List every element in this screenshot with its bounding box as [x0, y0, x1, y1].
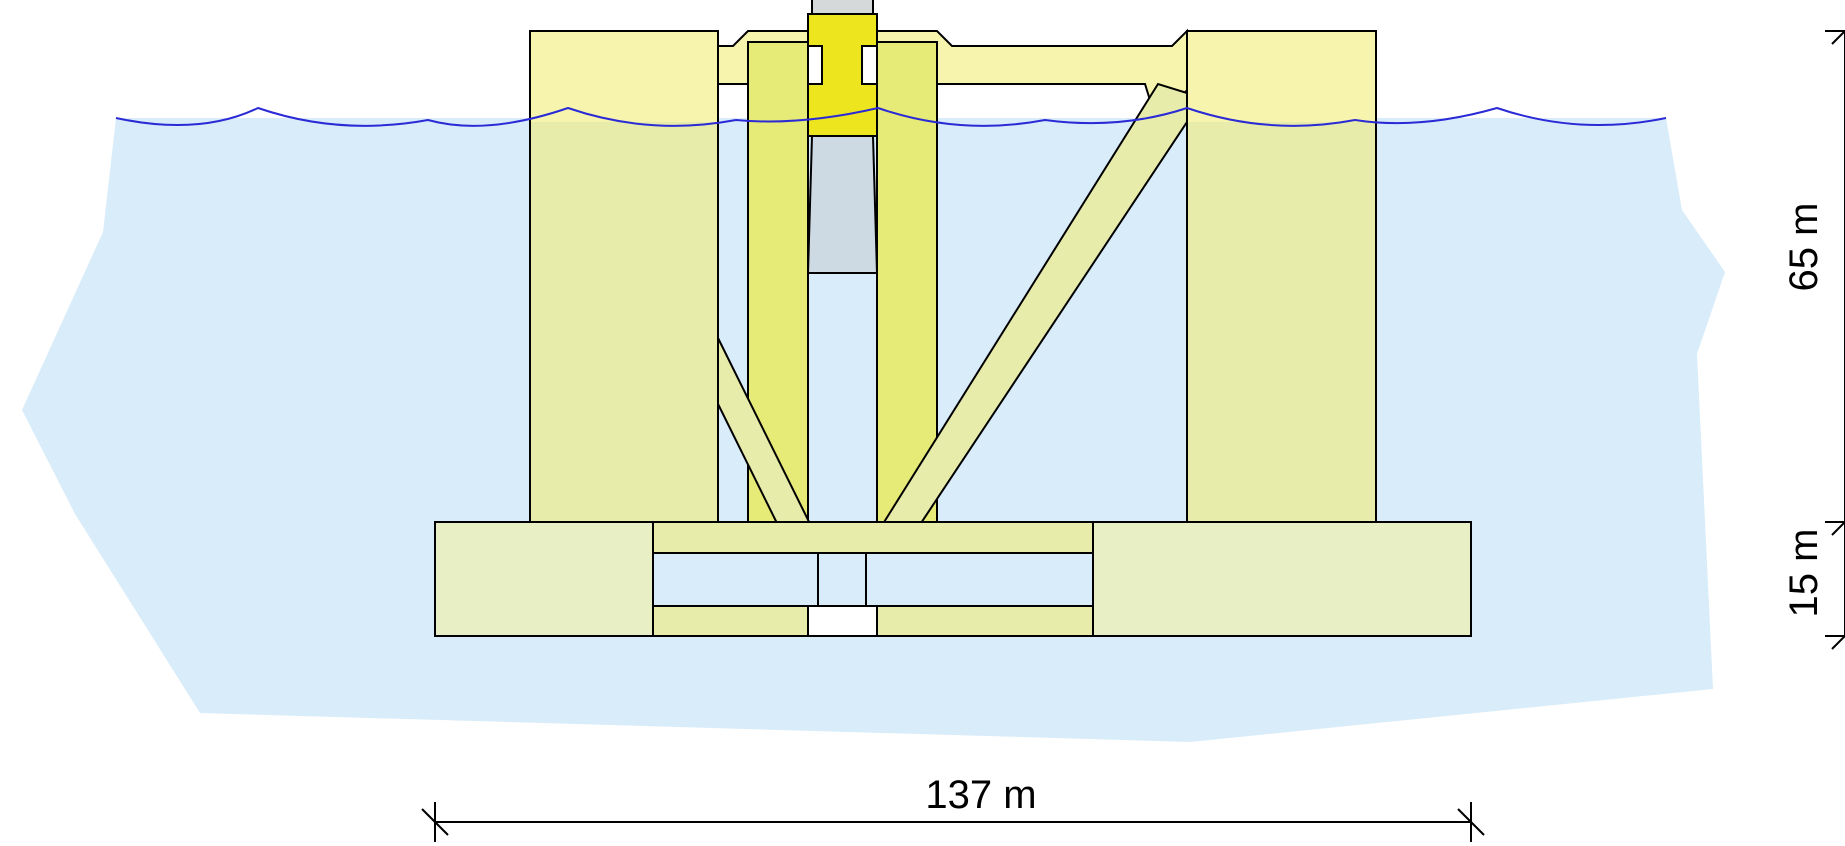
- center-pontoon-water-gap: [652, 552, 1094, 607]
- left-pontoon: [434, 521, 654, 637]
- center-pontoon-hub-upper: [817, 552, 867, 607]
- tower-right-column: [876, 41, 938, 523]
- left-column-submerged: [530, 122, 718, 522]
- height-dimension: 65 m 15 m: [1782, 30, 1845, 650]
- tower-core-slot: [807, 45, 823, 85]
- width-dimension-right-tick: [1457, 808, 1485, 836]
- width-dimension-left-tick: [421, 808, 449, 836]
- center-pontoon-hub: [807, 605, 878, 637]
- water-surface-wave: [115, 106, 1667, 127]
- height-dimension-top-tick: [1831, 30, 1845, 45]
- width-dimension-label: 137 m: [925, 773, 1036, 817]
- right-pontoon: [1092, 521, 1472, 637]
- right-column-upper: [1187, 31, 1376, 126]
- tower-mast: [811, 0, 874, 15]
- width-dimension: 137 m: [421, 773, 1485, 842]
- upper-height-label: 65 m: [1782, 203, 1826, 292]
- tower-core-slot-right: [861, 45, 878, 85]
- lower-height-label: 15 m: [1782, 529, 1826, 618]
- tower-submerged-segment: [806, 135, 879, 274]
- center-pontoon-top-beam: [652, 521, 1094, 554]
- height-dimension-mid-tick: [1831, 521, 1845, 536]
- right-column-submerged: [1187, 122, 1376, 522]
- height-dimension-bottom-tick: [1831, 635, 1845, 650]
